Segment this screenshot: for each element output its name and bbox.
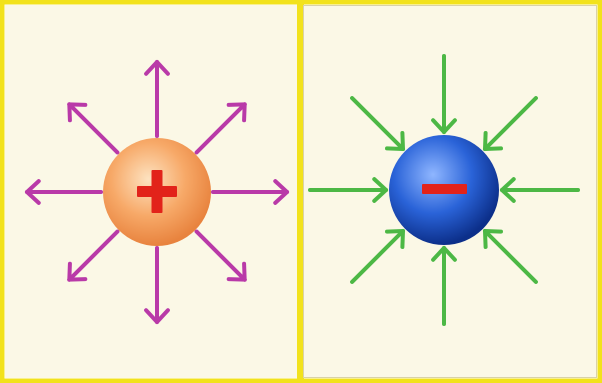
outward-arrow-southwest-head-2 [69,279,85,280]
minus-icon [422,184,467,194]
outward-arrow-southwest-head-1 [69,264,70,280]
inward-arrow-southwest-head-1 [402,231,403,247]
outward-arrow-northwest-head-1 [69,104,85,105]
panel-divider [297,2,304,381]
inward-arrow-southwest-head-2 [387,231,403,232]
inward-arrow-southeast-head-1 [485,231,501,232]
inward-arrow-northwest-head-1 [387,148,403,149]
outward-arrow-northeast-head-1 [244,104,245,120]
inward-arrow-northeast-head-1 [485,133,486,149]
outward-arrow-southeast-head-2 [244,264,245,280]
outward-arrow-northwest-head-2 [69,104,70,120]
inward-arrow-southeast-head-2 [485,231,486,247]
outward-arrow-northeast-head-2 [229,104,245,105]
inward-arrow-northeast-head-2 [485,148,501,149]
outward-arrow-southeast-head-1 [229,279,245,280]
inward-arrow-northwest-head-2 [402,133,403,149]
